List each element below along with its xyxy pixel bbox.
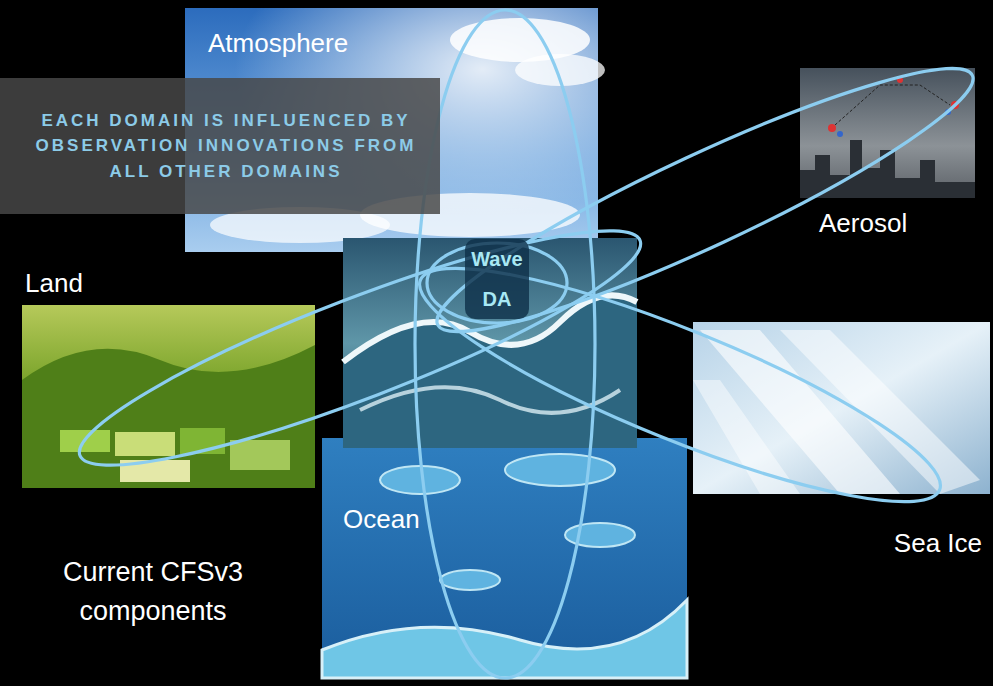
domain-label: Ocean — [340, 504, 423, 535]
ocean-photo — [322, 438, 687, 678]
callout-box: EACH DOMAIN IS INFLUENCED BY OBSERVATION… — [0, 78, 440, 214]
orbit-ellipse — [400, 229, 960, 541]
orbit-ellipse — [415, 10, 595, 678]
ice-ridge — [693, 380, 800, 494]
sea-ice-panel: Sea Ice — [693, 322, 987, 564]
hill — [22, 345, 315, 488]
ocean-ground — [322, 438, 687, 678]
reef — [440, 570, 500, 590]
domain-label: Land — [22, 268, 86, 299]
field — [230, 440, 290, 470]
reef — [380, 466, 460, 494]
domain-label: Aerosol — [816, 208, 910, 239]
orbit-ellipse — [62, 194, 658, 502]
molecule — [828, 124, 836, 132]
domain-label: Atmosphere — [205, 28, 351, 59]
wave-da-label: Wave DA — [465, 239, 529, 319]
land-photo — [22, 305, 315, 488]
land-ground — [22, 305, 315, 488]
ice-ridge — [780, 330, 980, 494]
reef-shore — [322, 600, 687, 678]
reef — [505, 454, 615, 486]
aerosol-photo — [800, 68, 975, 198]
orbit-ellipse — [418, 34, 992, 367]
ocean-panel: Ocean — [322, 438, 687, 678]
domain-label: Sea Ice — [891, 528, 985, 559]
aerosol-panel: Aerosol — [800, 68, 985, 246]
molecule — [837, 131, 843, 137]
reef — [565, 523, 635, 547]
caption-note: Current CFSv3 components — [8, 553, 298, 631]
land-panel: Land — [20, 265, 320, 490]
wave-panel: Wave DA — [343, 238, 637, 448]
field — [115, 432, 175, 456]
callout-text: EACH DOMAIN IS INFLUENCED BY OBSERVATION… — [30, 108, 422, 185]
smog — [800, 68, 975, 198]
